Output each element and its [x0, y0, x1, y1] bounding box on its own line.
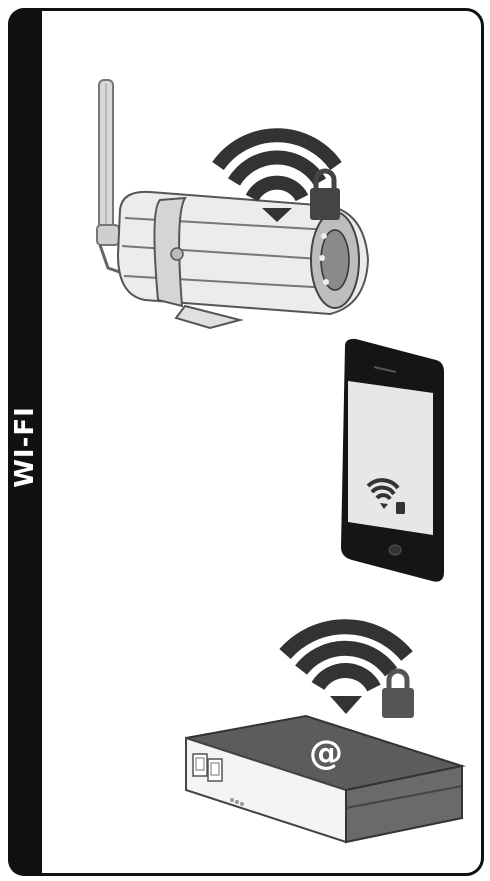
router-at-symbol: @: [304, 736, 348, 770]
secure-wifi-icon-router: [285, 627, 414, 718]
lock-icon: [382, 671, 414, 718]
